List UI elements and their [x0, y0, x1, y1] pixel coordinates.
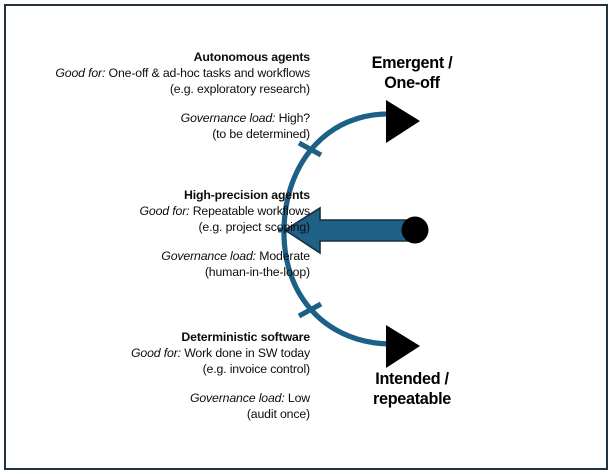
governance-label: Governance load: [161, 248, 256, 263]
circle-knob-icon[interactable] [401, 216, 429, 244]
pole-label-bottom-line1: Intended / [375, 370, 449, 388]
tick-mark-icon-bottom [297, 301, 323, 319]
tier-governance: Governance load: Moderate [140, 248, 310, 264]
tier-governance: Governance load: High? [55, 110, 310, 126]
pole-label-bottom-line2: repeatable [373, 389, 451, 408]
tier-governance: Governance load: Low [131, 390, 310, 406]
tier-good-for-example: (e.g. exploratory research) [169, 82, 310, 97]
good-for-value: One-off & ad-hoc tasks and workflows [105, 66, 311, 81]
tier-block-high-precision-agents: High-precision agents Good for: Repeatab… [140, 187, 311, 280]
tier-governance-note: (to be determined) [212, 126, 310, 141]
pole-label-top-line2: One-off [384, 73, 440, 92]
governance-value: Moderate [255, 248, 310, 263]
triangle-right-icon-bottom [386, 325, 420, 368]
governance-label: Governance load: [180, 110, 276, 125]
tier-block-deterministic-software: Deterministic software Good for: Work do… [131, 329, 310, 422]
tier-good-for-example: (e.g. invoice control) [202, 362, 311, 377]
good-for-value: Work done in SW today [180, 346, 310, 361]
tier-title: Deterministic software [181, 330, 310, 344]
tier-good-for: Good for: One-off & ad-hoc tasks and wor… [55, 65, 310, 81]
triangle-right-icon-top [386, 100, 420, 143]
tier-block-autonomous-agents: Autonomous agents Good for: One-off & ad… [55, 49, 310, 142]
tier-good-for-example: (e.g. project scoping) [198, 220, 310, 235]
tier-good-for: Good for: Repeatable workflows [140, 203, 311, 219]
pole-label-top: Emergent / One-off [352, 54, 472, 94]
tier-governance-note: (human-in-the-loop) [204, 264, 310, 279]
pole-label-top-line1: Emergent / [371, 54, 453, 72]
tier-title: Autonomous agents [193, 50, 310, 64]
good-for-label: Good for: [139, 204, 190, 219]
tick-mark-icon-top [297, 140, 323, 158]
pole-label-bottom: Intended / repeatable [352, 370, 472, 410]
good-for-label: Good for: [131, 346, 181, 361]
good-for-value: Repeatable workflows [189, 204, 310, 219]
spacer [131, 378, 310, 390]
tier-good-for: Good for: Work done in SW today [131, 345, 310, 361]
tier-governance-note: (audit once) [246, 406, 310, 421]
tier-title: High-precision agents [184, 188, 310, 202]
spacer [140, 236, 311, 248]
good-for-label: Good for: [55, 66, 106, 81]
governance-label: Governance load: [189, 390, 285, 405]
governance-value: Low [284, 390, 310, 405]
spacer [55, 98, 310, 110]
governance-value: High? [275, 110, 311, 125]
